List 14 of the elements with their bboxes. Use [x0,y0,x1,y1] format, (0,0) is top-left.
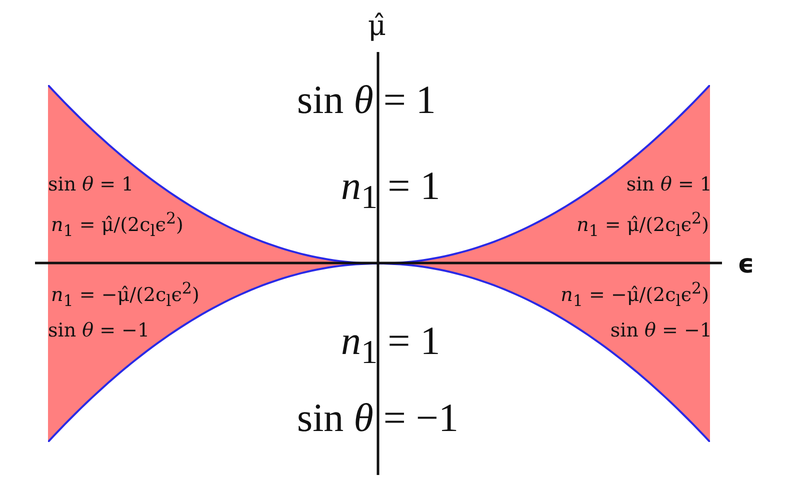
equation-label: n$_{1}$ = −μ̂/(2c$_{l}$ϵ$^{2}$) [51,278,200,312]
axis-label: μ̂ [366,8,388,44]
equation-label: n$_{1}$ = μ̂/(2c$_{l}$ϵ$^{2}$) [576,208,709,242]
equation-label: sin θ = 1 [297,79,436,121]
equation-label: sin θ = 1 [626,172,712,198]
equation-label: n$_{1}$ = 1 [341,165,440,215]
equation-label: n$_{1}$ = μ̂/(2c$_{l}$ϵ$^{2}$) [51,208,184,242]
equation-label: sin θ = 1 [48,172,134,198]
equation-label: n$_{1}$ = −μ̂/(2c$_{l}$ϵ$^{2}$) [560,278,709,312]
equation-label: sin θ = −1 [48,318,150,344]
equation-label: n$_{1}$ = 1 [341,320,440,370]
axis-label: ϵ [738,251,754,279]
equation-label: sin θ = −1 [297,397,458,439]
equation-label: sin θ = −1 [610,318,712,344]
